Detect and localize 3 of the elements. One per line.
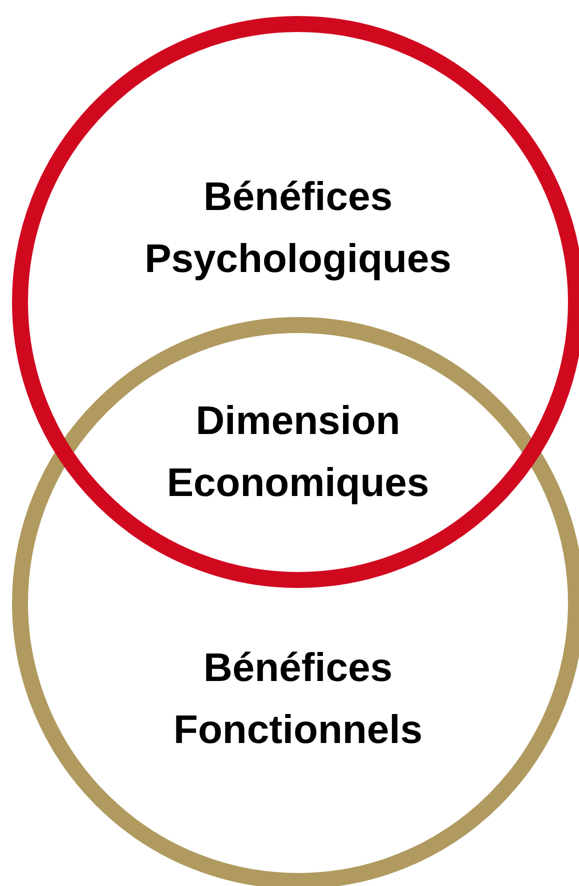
circle-label: Bénéfices Fonctionnels: [172, 645, 424, 754]
overlap-label: Dimension Economiques: [166, 398, 430, 507]
circle-label: Bénéfices Psychologiques: [144, 174, 452, 283]
